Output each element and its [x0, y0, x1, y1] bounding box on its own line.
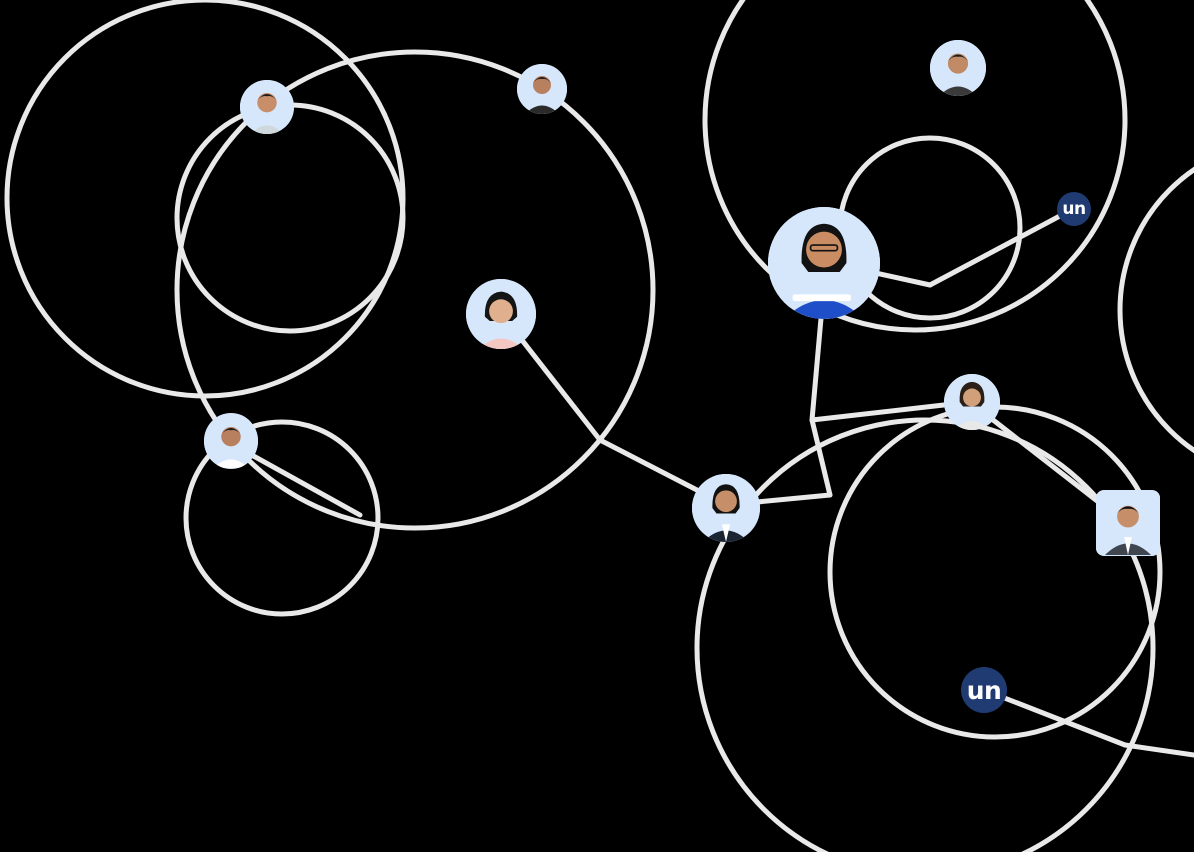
student-avatar — [466, 279, 536, 349]
orbit-ring — [702, 0, 1128, 333]
orbit-ring — [174, 102, 406, 334]
person-icon — [692, 474, 760, 542]
connector-line — [809, 417, 833, 498]
person-icon — [466, 279, 536, 349]
featured-student-avatar — [768, 207, 880, 319]
professional-avatar — [692, 474, 760, 542]
connector-line — [927, 206, 1076, 288]
professional-avatar — [1096, 490, 1160, 556]
brand-logo-label: un — [1062, 198, 1086, 219]
orbit-ring — [183, 419, 381, 617]
person-icon — [944, 374, 1000, 430]
orbit-ring — [174, 49, 656, 531]
student-avatar — [240, 80, 294, 134]
person-icon — [240, 80, 294, 134]
brand-logo-label: un — [966, 675, 1002, 705]
orbit-ring — [1117, 166, 1194, 454]
brand-logo-icon: un — [961, 667, 1007, 713]
orbit-ring — [694, 417, 1156, 852]
connector-line — [1122, 742, 1194, 758]
orbit-ring — [4, 0, 406, 399]
person-icon — [1096, 491, 1160, 555]
person-icon — [517, 64, 567, 114]
brand-logo-icon: un — [1057, 192, 1091, 226]
person-icon — [930, 40, 986, 96]
person-icon — [768, 207, 880, 319]
connector-line — [981, 687, 1128, 748]
student-avatar — [204, 413, 258, 469]
mentor-avatar — [930, 40, 986, 96]
student-avatar — [944, 374, 1000, 430]
connector-line — [809, 399, 973, 423]
student-avatar — [517, 64, 567, 114]
person-icon — [204, 414, 258, 468]
